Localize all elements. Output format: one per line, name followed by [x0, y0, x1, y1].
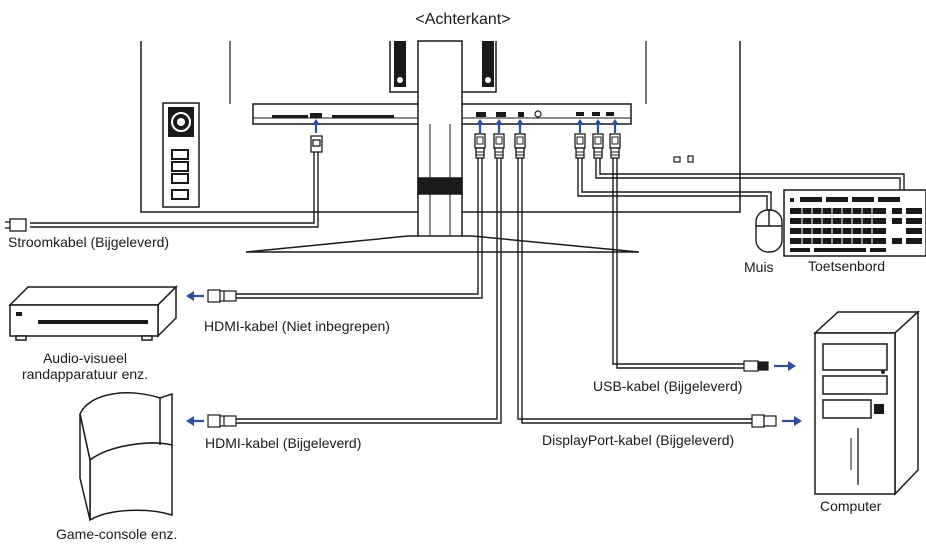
hdmi-end-plug-2	[207, 414, 237, 428]
arrow-up-usb2	[592, 117, 604, 135]
arrow-up-usb3	[609, 117, 621, 135]
power-plug	[5, 135, 323, 232]
keyboard-icon	[783, 189, 926, 257]
hdmi-not-included-label: HDMI-kabel (Niet inbegrepen)	[204, 318, 390, 334]
hdmi-included-label: HDMI-kabel (Bijgeleverd)	[205, 435, 362, 451]
keyboard-label: Toetsenbord	[808, 258, 886, 274]
av-device-label-line2: randapparatuur enz.	[21, 366, 149, 382]
hdmi-plug-2	[493, 133, 505, 159]
arrow-up-hdmi1	[474, 117, 486, 135]
arrow-left-hdmi1	[186, 291, 204, 301]
arrow-right-dp	[782, 416, 802, 426]
cables	[30, 152, 905, 424]
dp-end-plug	[751, 414, 777, 428]
computer-tower-icon	[813, 310, 920, 496]
usb-plug-1	[574, 133, 586, 159]
game-console-icon	[79, 392, 173, 522]
vents	[272, 113, 394, 118]
usb-plug-2	[592, 133, 604, 159]
av-device-label-line1: Audio-visueel	[42, 350, 128, 366]
arrow-up-usb1	[574, 117, 586, 135]
usb-cable-label: USB-kabel (Bijgeleverd)	[593, 378, 743, 394]
displayport-plug	[514, 133, 526, 159]
control-panel	[162, 102, 200, 208]
usb-plug-3	[609, 133, 621, 159]
usb-end-plug	[743, 360, 769, 372]
av-device-icon	[8, 285, 178, 341]
game-console-label: Game-console enz.	[56, 526, 178, 542]
computer-label: Computer	[820, 498, 882, 514]
mouse-icon	[755, 209, 783, 253]
monitor-stand	[245, 40, 640, 253]
arrow-up-power	[310, 117, 322, 135]
mouse-label: Muis	[744, 259, 774, 275]
arrow-left-hdmi2	[186, 416, 204, 426]
displayport-cable-label: DisplayPort-kabel (Bijgeleverd)	[542, 432, 735, 448]
arrow-up-hdmi2	[493, 117, 505, 135]
arrow-right-usb	[774, 361, 796, 371]
arrow-up-dp	[514, 117, 526, 135]
page-title: <Achterkant>	[415, 11, 511, 28]
hdmi-plug-1	[474, 133, 486, 159]
port-markers	[476, 110, 614, 118]
lock-slot-icon	[673, 155, 694, 163]
hdmi-end-plug-1	[207, 289, 237, 303]
power-cable-label: Stroomkabel (Bijgeleverd)	[8, 234, 170, 250]
